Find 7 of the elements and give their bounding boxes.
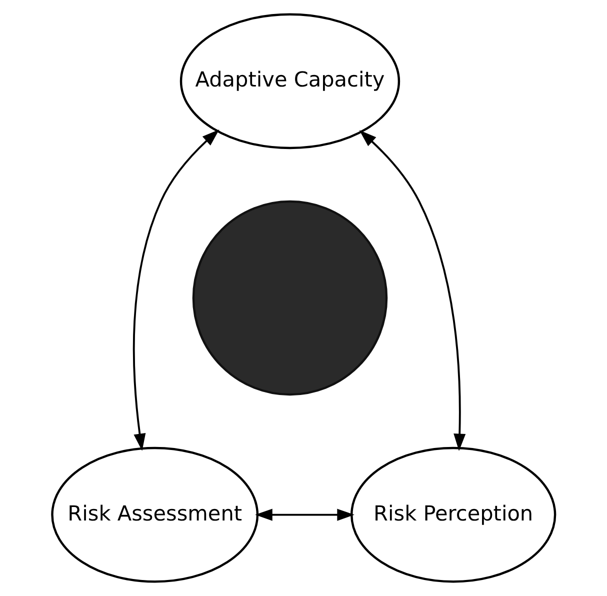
node-circle (192, 200, 388, 396)
arrow (359, 130, 466, 451)
node-ellipse: Adaptive Capacity (180, 13, 400, 150)
arrow (255, 508, 354, 521)
node-ellipse: Risk Assessment (51, 446, 259, 583)
node-ellipse: Risk Perception (350, 446, 556, 583)
arrow (132, 130, 220, 451)
